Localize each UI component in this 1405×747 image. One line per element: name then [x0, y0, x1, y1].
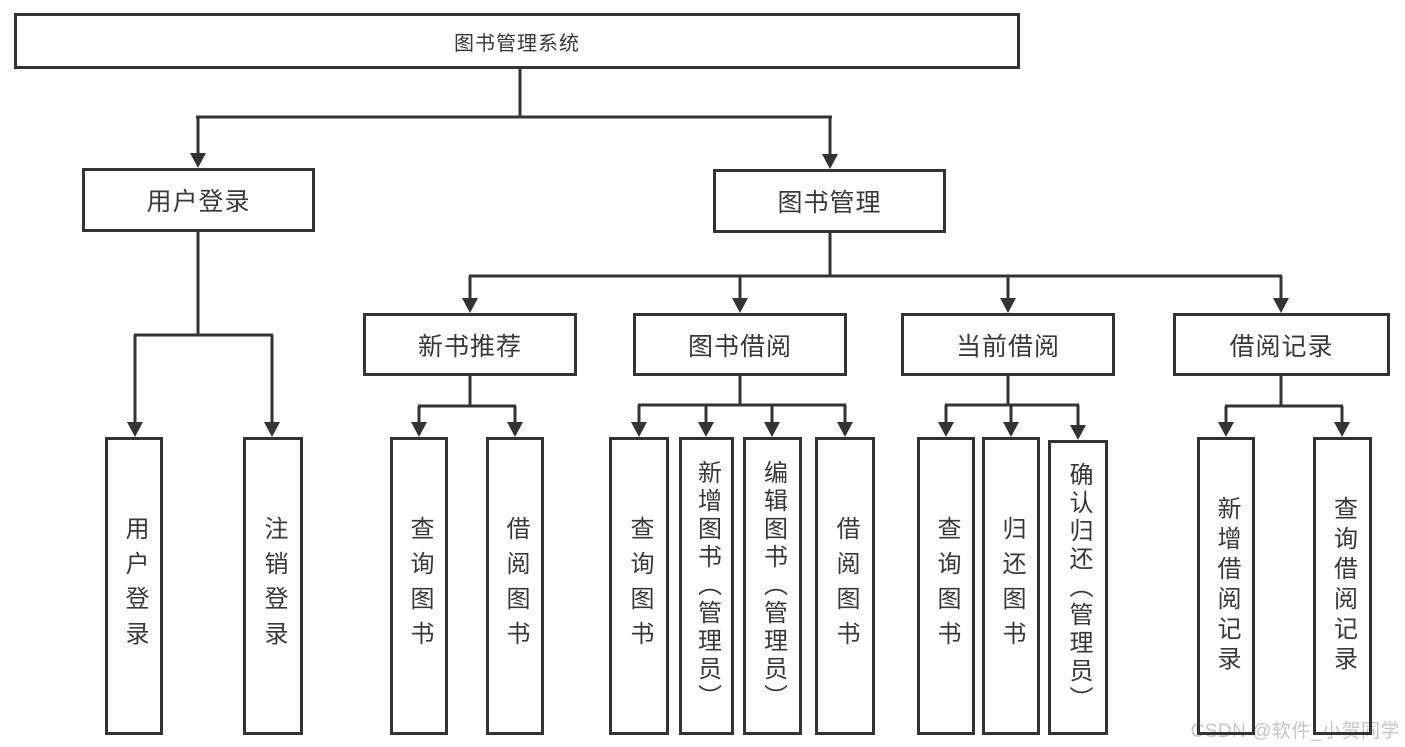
arrowhead: [631, 422, 647, 437]
leaf-edit-book-admin: 编辑图书（管理员）: [743, 437, 802, 735]
arrowheads: [127, 153, 1350, 440]
node-label: 查询图书: [406, 516, 433, 656]
arrowhead: [1218, 422, 1234, 437]
arrowhead: [190, 153, 206, 168]
arrowhead: [411, 422, 427, 437]
arrowhead: [1070, 425, 1086, 440]
node-label: 图书管理: [777, 189, 882, 217]
node-label: 确认归还（管理员）: [1065, 461, 1092, 714]
node-label: 图书借阅: [687, 332, 792, 361]
node-label: 借阅记录: [1229, 332, 1334, 361]
leaf-query-book-current: 查询图书: [917, 437, 975, 735]
node-user-login: 用户登录: [82, 168, 315, 232]
leaf-user-login: 用户登录: [105, 437, 163, 735]
connector-root-to-l2: [196, 69, 832, 157]
node-label: 借阅图书: [832, 516, 859, 656]
leaf-query-book-recommend: 查询图书: [390, 437, 448, 735]
node-label: 注销登录: [260, 516, 287, 656]
node-label: 编辑图书（管理员）: [759, 460, 787, 712]
leaf-logout: 注销登录: [243, 437, 303, 735]
node-current-borrowing: 当前借阅: [901, 313, 1115, 376]
connector-record-to-leaves: [1224, 376, 1344, 425]
node-book-borrowing: 图书借阅: [633, 313, 847, 376]
arrowhead: [1003, 422, 1019, 437]
arrowhead: [1000, 298, 1016, 313]
arrowhead: [1334, 422, 1350, 437]
connector-current-to-leaves: [944, 376, 1080, 428]
node-borrowing-records: 借阅记录: [1173, 313, 1390, 376]
node-label: 查询借阅记录: [1329, 496, 1357, 676]
node-label: 新增借阅记录: [1213, 496, 1240, 676]
arrowhead: [264, 422, 280, 437]
csdn-watermark: CSDN @软件_小贺同学: [1190, 721, 1400, 742]
arrowhead: [764, 422, 780, 437]
node-label: 当前借阅: [955, 332, 1060, 361]
node-new-book-recommend: 新书推荐: [363, 313, 577, 376]
arrowhead: [822, 154, 838, 169]
arrowhead: [732, 298, 748, 313]
arrowhead: [507, 422, 523, 437]
leaf-borrow-book-recommend: 借阅图书: [486, 437, 544, 735]
node-book-management: 图书管理: [713, 169, 946, 233]
node-label: 用户登录: [146, 188, 251, 216]
node-label: 新增图书（管理员）: [693, 460, 721, 712]
connector-bookmgmt-to-l3: [468, 233, 1283, 301]
node-label: 归还图书: [998, 516, 1025, 656]
leaf-confirm-return-admin: 确认归还（管理员）: [1048, 440, 1108, 735]
node-label: 用户登录: [121, 516, 148, 656]
leaf-add-borrow-record: 新增借阅记录: [1197, 437, 1255, 735]
arrowhead: [938, 422, 954, 437]
connector-newbook-to-leaves: [417, 376, 517, 425]
connector-borrow-to-leaves: [637, 376, 847, 425]
arrowhead: [462, 298, 478, 313]
node-label: 查询图书: [626, 516, 653, 656]
arrowhead: [837, 422, 853, 437]
leaf-add-book-admin: 新增图书（管理员）: [679, 437, 734, 735]
node-label: 查询图书: [933, 516, 960, 656]
node-label: 图书管理系统: [454, 32, 580, 55]
leaf-borrow-book: 借阅图书: [815, 437, 875, 735]
connector-userlogin-to-leaves: [133, 232, 274, 425]
node-label: 新书推荐: [417, 332, 522, 361]
arrowhead: [1273, 298, 1289, 313]
leaf-return-book: 归还图书: [982, 437, 1040, 735]
node-library-system: 图书管理系统: [14, 13, 1020, 69]
leaf-query-book-borrowing: 查询图书: [609, 437, 669, 735]
arrowhead: [698, 422, 714, 437]
node-label: 借阅图书: [502, 516, 529, 656]
arrowhead: [127, 422, 143, 437]
leaf-query-borrow-record: 查询借阅记录: [1313, 437, 1372, 735]
